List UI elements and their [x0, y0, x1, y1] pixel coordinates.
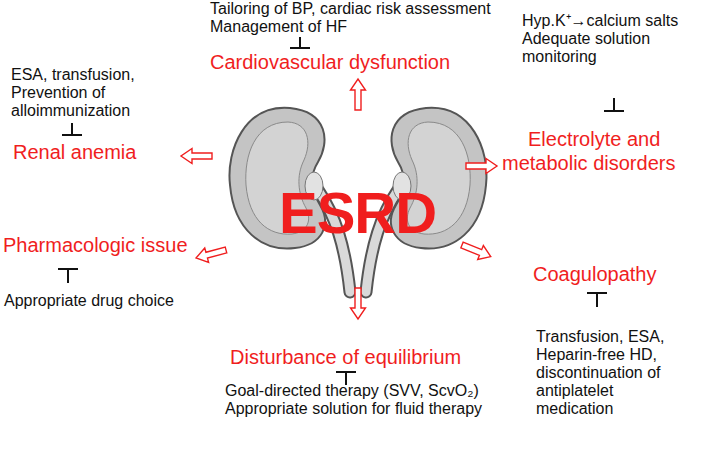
treatment-text: Appropriate drug choice: [4, 292, 174, 310]
treatment-text: monitoring: [522, 48, 597, 66]
hollow-arrow: [466, 159, 497, 174]
inhibition-symbol: [604, 98, 624, 111]
complication-label: Coagulopathy: [533, 262, 656, 286]
hollow-arrow: [181, 149, 212, 164]
treatment-text: medication: [536, 400, 613, 418]
treatment-text: Prevention of: [11, 84, 105, 102]
treatment-text: antiplatelet: [536, 382, 613, 400]
treatment-text: Goal-directed therapy (SVV, ScvO₂): [225, 382, 479, 400]
treatment-text: ESA, transfusion,: [11, 66, 135, 84]
treatment-text: Hyp.K⁺→calcium salts: [522, 12, 678, 30]
treatment-text: discontinuation of: [536, 364, 661, 382]
treatment-text: Transfusion, ESA,: [536, 328, 664, 346]
treatment-text: Appropriate solution for fluid therapy: [225, 400, 482, 418]
inhibition-symbol: [587, 293, 607, 307]
hollow-arrow: [351, 79, 366, 110]
treatment-text: Adequate solution: [522, 30, 650, 48]
treatment-text: alloimmunization: [11, 102, 130, 120]
complication-label: Renal anemia: [13, 140, 136, 164]
hollow-arrow: [459, 238, 493, 264]
treatment-text: Heparin-free HD,: [536, 346, 657, 364]
treatment-text: Tailoring of BP, cardiac risk assessment: [210, 0, 491, 18]
complication-label: metabolic disorders: [502, 151, 675, 175]
complication-label: Electrolyte and: [528, 127, 660, 151]
treatment-text: Management of HF: [210, 18, 347, 36]
inhibition-symbol: [62, 123, 82, 135]
complication-label: Pharmacologic issue: [3, 233, 188, 257]
complication-label: Disturbance of equilibrium: [230, 345, 461, 369]
complication-label: Cardiovascular dysfunction: [210, 50, 450, 74]
inhibition-symbol: [290, 37, 310, 48]
hollow-arrow: [194, 243, 228, 266]
hollow-arrow: [351, 288, 366, 319]
center-label: ESRD: [279, 181, 436, 245]
inhibition-symbol: [58, 269, 78, 283]
